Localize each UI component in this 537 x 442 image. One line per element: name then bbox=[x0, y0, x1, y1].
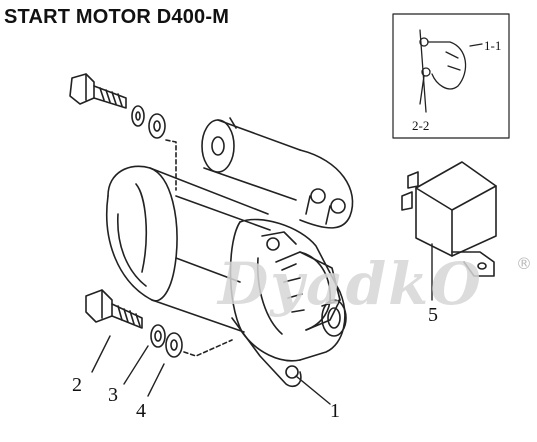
upper-bolt bbox=[69, 73, 127, 109]
upper-washer-2 bbox=[148, 113, 166, 139]
drive-housing bbox=[229, 218, 346, 388]
inset-bracket bbox=[419, 29, 483, 113]
motor-body bbox=[106, 165, 271, 333]
page-title: START MOTOR D400-M bbox=[4, 6, 230, 28]
registered-mark: ® bbox=[516, 254, 532, 273]
watermark-logo: DyadkO bbox=[218, 250, 483, 318]
callout-3: 3 bbox=[108, 384, 118, 406]
callout-2: 2 bbox=[72, 374, 82, 396]
upper-washer-1 bbox=[131, 105, 145, 127]
lower-washer-2 bbox=[165, 332, 183, 358]
inset-frame bbox=[392, 13, 510, 139]
pinion-gear bbox=[275, 251, 347, 337]
solenoid bbox=[201, 117, 354, 229]
inset-label-2-2: 2-2 bbox=[412, 118, 430, 133]
callout-1: 1 bbox=[330, 400, 340, 422]
callout-4: 4 bbox=[136, 400, 146, 422]
lower-bolt bbox=[85, 289, 143, 329]
callout-5: 5 bbox=[428, 304, 438, 326]
relay bbox=[401, 161, 497, 277]
inset-label-1-1: 1-1 bbox=[484, 38, 502, 53]
lower-washer-1 bbox=[150, 324, 166, 348]
